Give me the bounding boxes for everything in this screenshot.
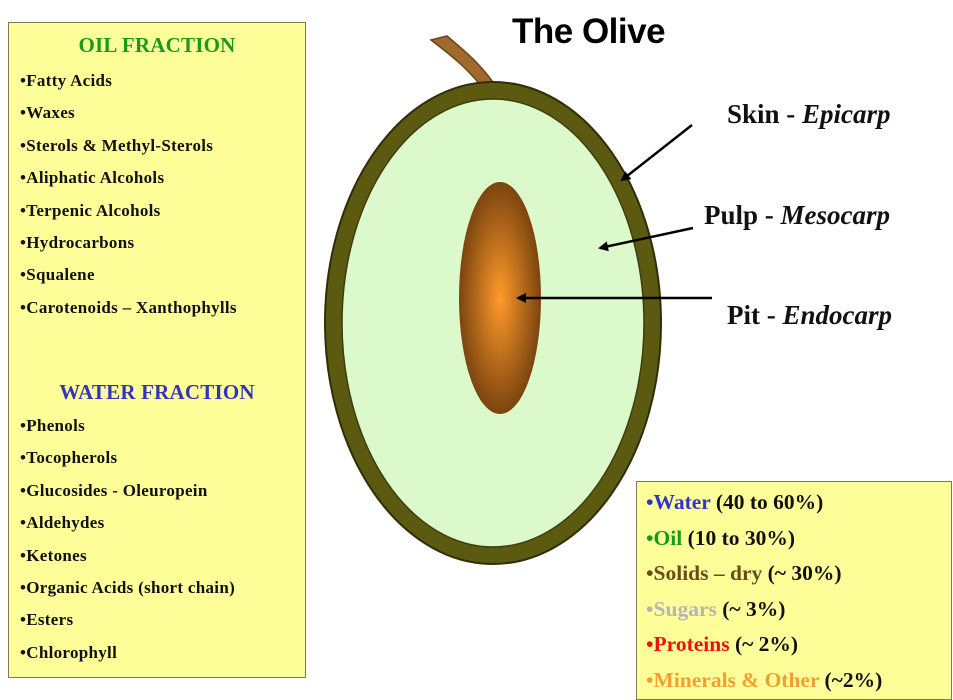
composition-component: •Proteins [646,632,730,656]
composition-component: •Solids – dry [646,561,762,585]
composition-amount: (~ 3%) [717,597,786,621]
composition-component: •Oil [646,526,682,550]
composition-item: •Minerals & Other (~2%) [646,663,882,699]
pit-label-latin: Endocarp [782,300,892,330]
skin-label-latin: Epicarp [802,99,891,129]
pulp-label-name: Pulp - [704,200,781,230]
composition-item: •Oil (10 to 30%) [646,521,882,557]
composition-item: •Sugars (~ 3%) [646,592,882,628]
composition-component: •Sugars [646,597,717,621]
pulp-label-latin: Mesocarp [781,200,891,230]
skin-label: Skin - Epicarp [727,99,891,130]
composition-amount: (~ 30%) [762,561,841,585]
composition-amount: (40 to 60%) [710,490,823,514]
composition-item: •Water (40 to 60%) [646,485,882,521]
composition-amount: (~2%) [819,668,882,692]
skin-label-name: Skin - [727,99,802,129]
composition-amount: (10 to 30%) [682,526,795,550]
pit-label: Pit - Endocarp [727,300,892,331]
pit-label-name: Pit - [727,300,782,330]
composition-box: •Water (40 to 60%) •Oil (10 to 30%) •Sol… [636,481,952,700]
pulp-label: Pulp - Mesocarp [704,200,890,231]
composition-component: •Water [646,490,710,514]
skin-arrow [622,125,692,180]
composition-component: •Minerals & Other [646,668,819,692]
page-title: The Olive [512,12,665,52]
composition-amount: (~ 2%) [730,632,799,656]
composition-list: •Water (40 to 60%) •Oil (10 to 30%) •Sol… [646,485,882,698]
composition-item: •Solids – dry (~ 30%) [646,556,882,592]
composition-item: •Proteins (~ 2%) [646,627,882,663]
